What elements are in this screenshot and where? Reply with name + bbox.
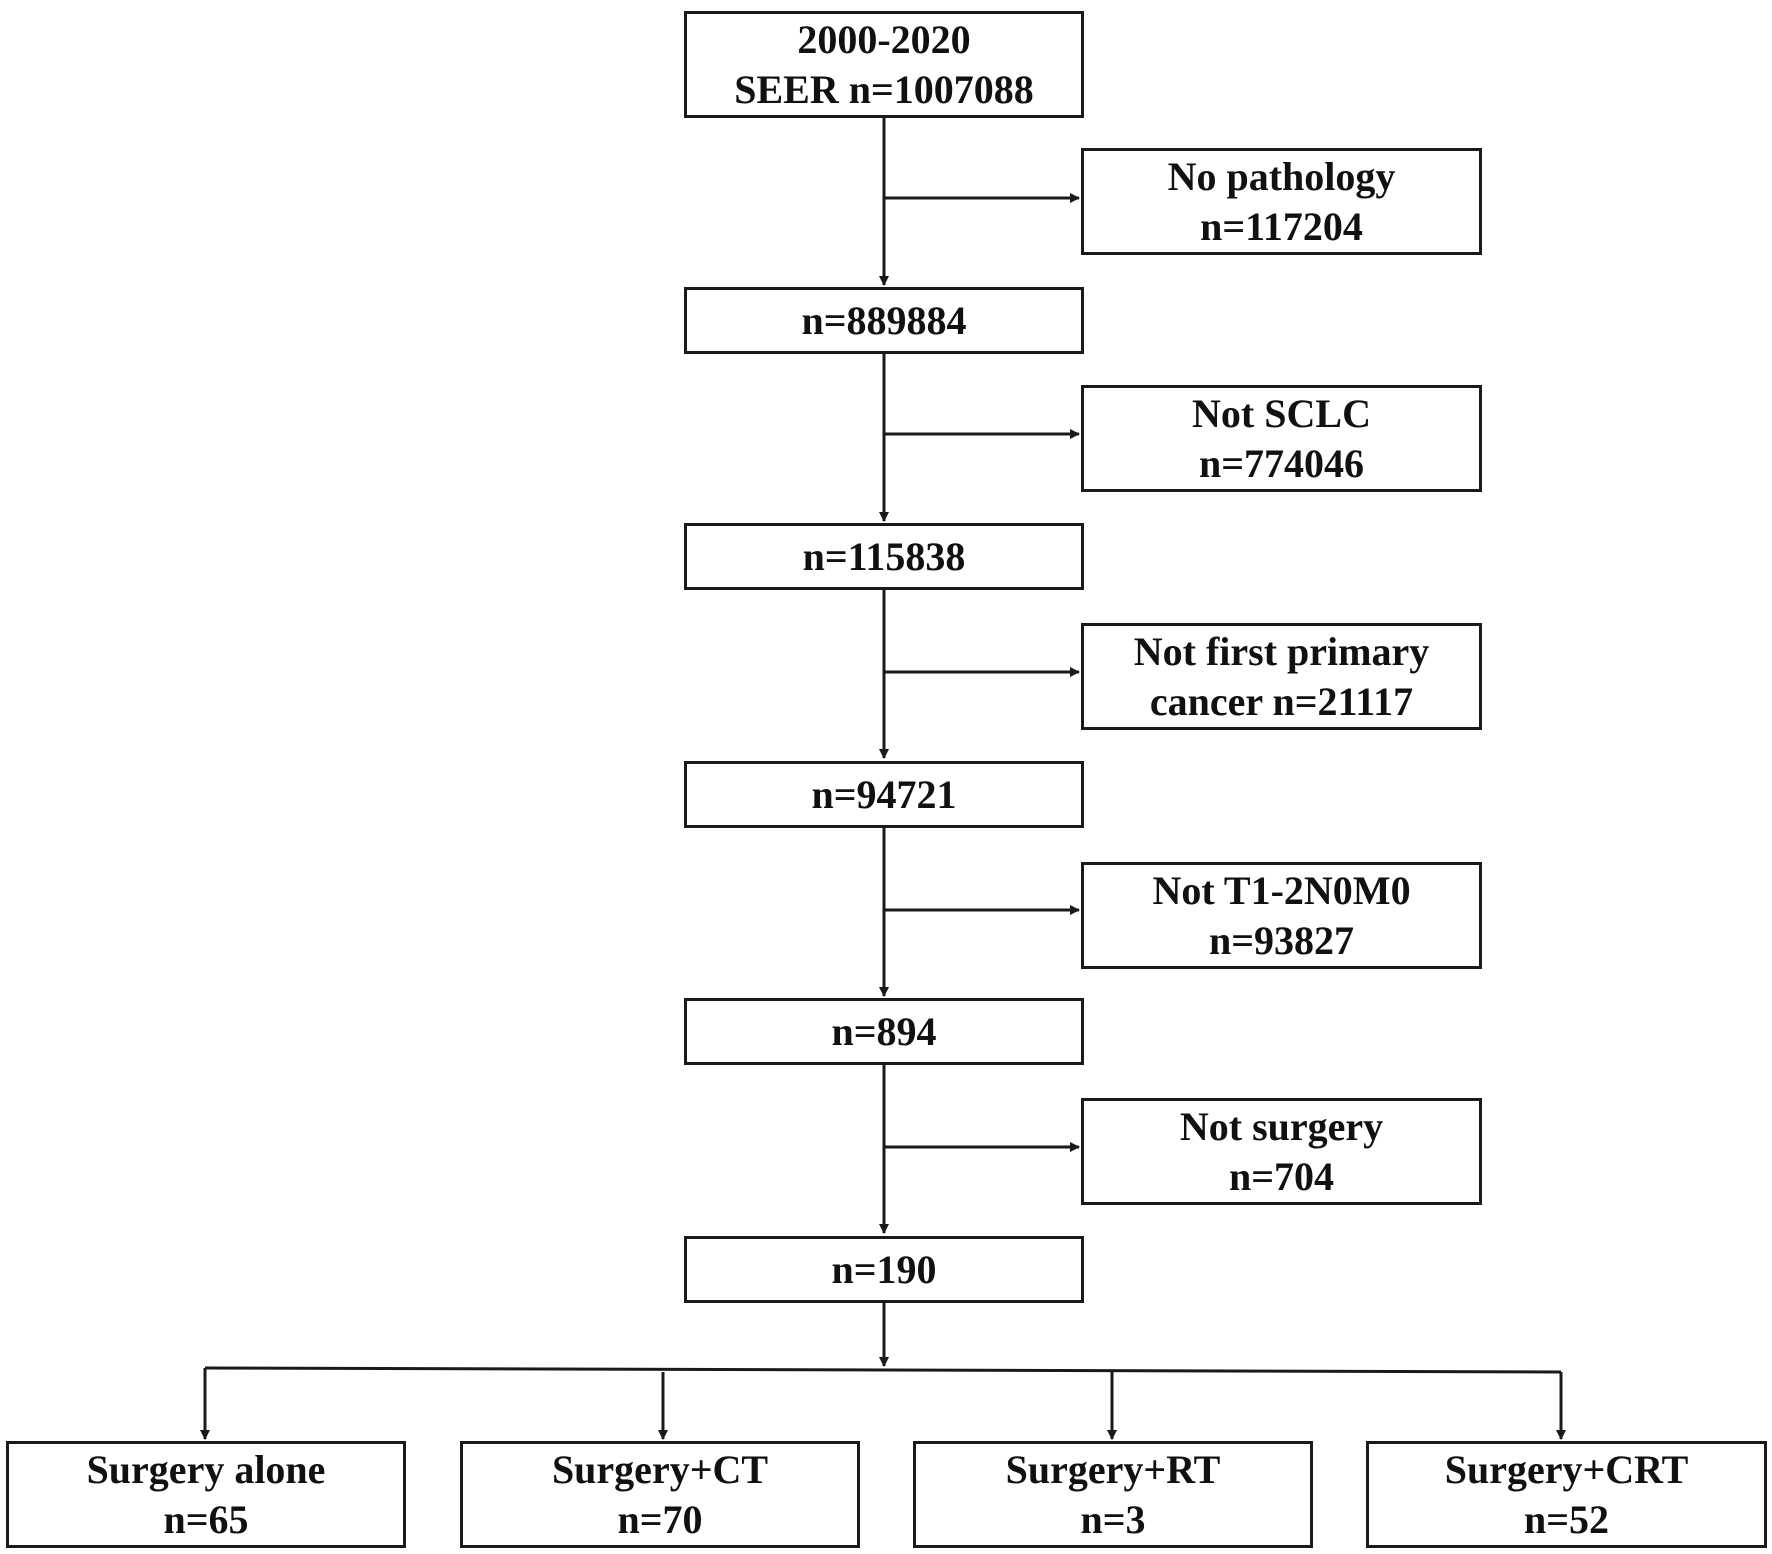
group-box-4-line-1: Surgery+CRT [1444,1446,1689,1492]
group-box-3-line-1: Surgery+RT [1005,1446,1221,1492]
group-box-1: Surgery alone n=65 [6,1441,406,1548]
step-box-1-label: n=889884 [801,297,967,343]
step-box-2-label: n=115838 [802,533,966,579]
group-box-4: Surgery+CRT n=52 [1366,1441,1767,1548]
exclusion-box-5: Not surgery n=704 [1081,1098,1482,1205]
exclusion-box-4-line-1: Not T1-2N0M0 [1152,867,1411,913]
group-box-3: Surgery+RT n=3 [913,1441,1313,1548]
exclusion-box-2-line-1: Not SCLC [1192,390,1371,436]
step-box-2: n=115838 [684,523,1084,590]
group-box-2: Surgery+CT n=70 [460,1441,860,1548]
exclusion-box-1: No pathology n=117204 [1081,148,1482,255]
group-box-1-line-1: Surgery alone [86,1446,326,1492]
group-box-4-line-2: n=52 [1523,1496,1610,1542]
step-box-5: n=190 [684,1236,1084,1303]
step-box-3-label: n=94721 [811,771,957,817]
exclusion-box-5-line-2: n=704 [1228,1153,1335,1199]
step-box-5-label: n=190 [831,1246,937,1292]
group-box-1-line-2: n=65 [163,1496,249,1542]
start-box-line-2: SEER n=1007088 [734,66,1034,112]
exclusion-box-3-line-2: cancer n=21117 [1149,678,1414,724]
exclusion-box-2-line-2: n=774046 [1198,440,1365,486]
exclusion-box-1-line-1: No pathology [1167,153,1396,199]
exclusion-box-4-line-2: n=93827 [1208,917,1355,963]
start-box-line-1: 2000-2020 [797,16,971,62]
split-horizontal-line [204,1366,1562,1374]
exclusion-box-5-line-1: Not surgery [1179,1103,1384,1149]
group-box-3-line-2: n=3 [1080,1496,1146,1542]
exclusion-box-4: Not T1-2N0M0 n=93827 [1081,862,1482,969]
exclusion-box-2: Not SCLC n=774046 [1081,385,1482,492]
group-box-2-line-1: Surgery+CT [551,1446,769,1492]
step-box-4-label: n=894 [831,1008,937,1054]
step-box-3: n=94721 [684,761,1084,828]
exclusion-box-3-line-1: Not first primary [1133,628,1430,674]
group-box-2-line-2: n=70 [617,1496,703,1542]
step-box-1: n=889884 [684,287,1084,354]
start-box: 2000-2020 SEER n=1007088 [684,11,1084,118]
exclusion-box-1-line-2: n=117204 [1200,203,1363,249]
step-box-4: n=894 [684,998,1084,1065]
exclusion-box-3: Not first primary cancer n=21117 [1081,623,1482,730]
